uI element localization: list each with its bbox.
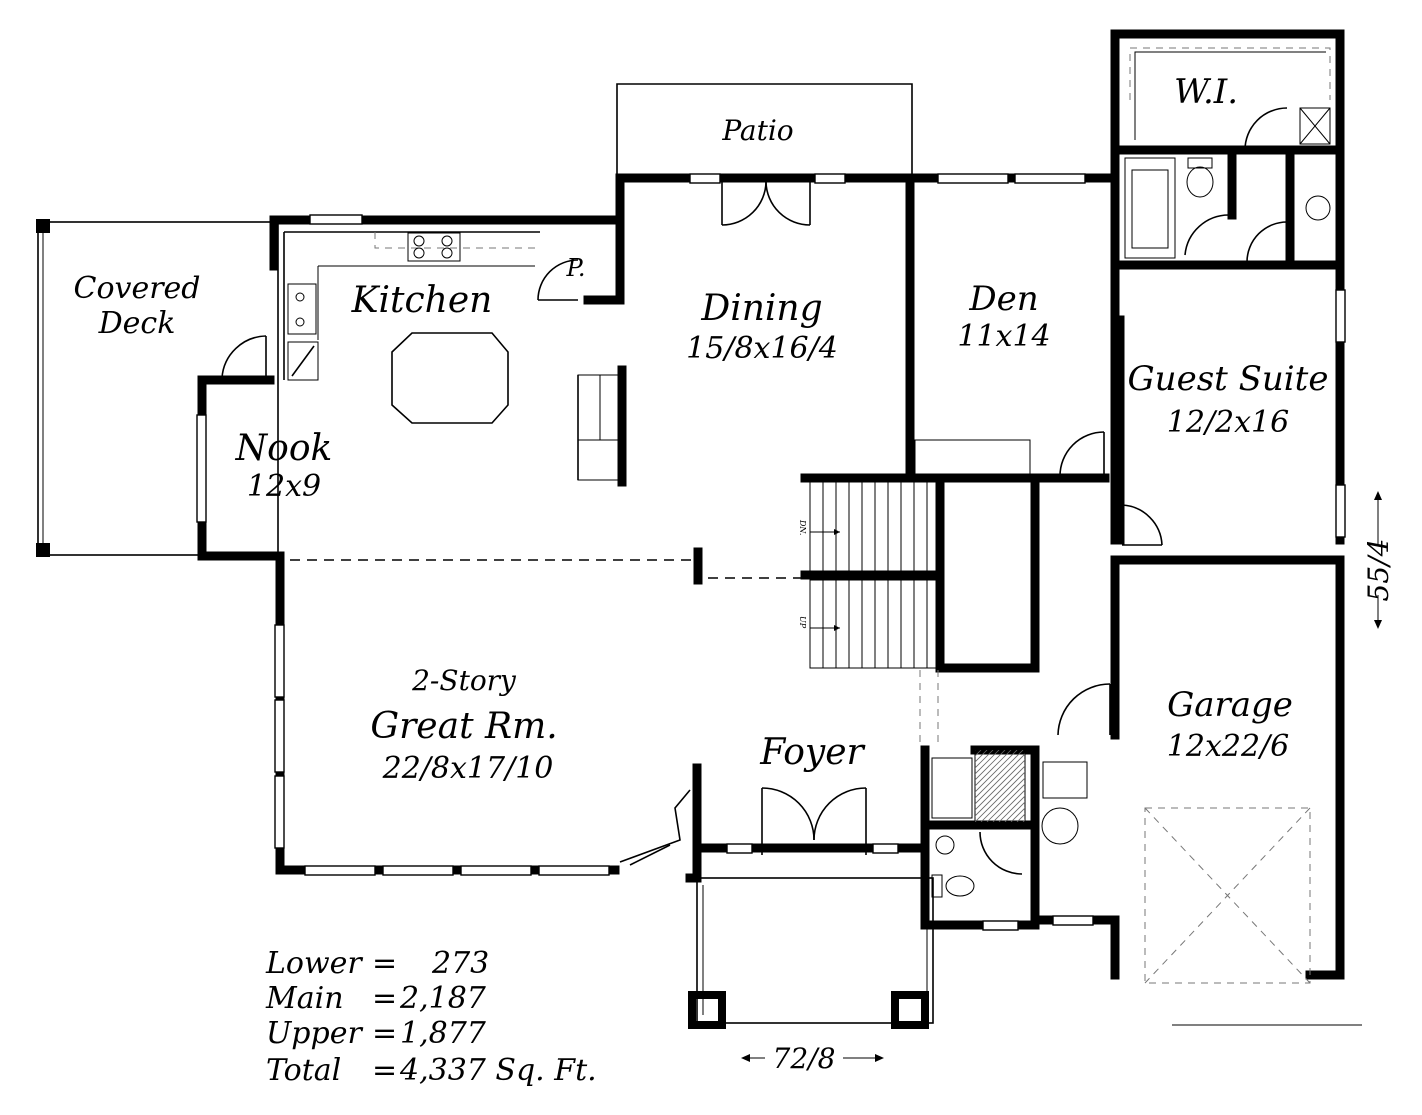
- sqft-value: 273: [431, 946, 489, 981]
- sqft-value: 4,337 Sq. Ft.: [399, 1053, 597, 1088]
- sqft-equals: =: [372, 981, 397, 1016]
- porch-post: [688, 991, 726, 1029]
- window: [814, 173, 846, 184]
- window: [382, 865, 454, 876]
- sqft-label: Total: [266, 1053, 341, 1088]
- window: [309, 214, 363, 225]
- sqft-equals: =: [372, 1053, 397, 1088]
- room-size-garage: 12x22/6: [1167, 729, 1289, 764]
- front-porch: [688, 877, 934, 1029]
- garage-car-space: [1144, 807, 1362, 1026]
- room-label-guest-suite: Guest Suite: [1128, 359, 1329, 399]
- room-prefix-great-room: 2-Story: [411, 664, 517, 697]
- dimension-width: 72/8: [773, 1042, 836, 1075]
- powder-toilet: [945, 875, 975, 897]
- window: [1052, 915, 1094, 926]
- stair-up-label: UP: [798, 616, 807, 629]
- cooktop: [407, 232, 461, 262]
- patio: [616, 83, 913, 178]
- room-size-great-room: 22/8x17/10: [382, 751, 554, 786]
- sqft-value: 1,877: [400, 1016, 487, 1051]
- sink: [287, 283, 317, 335]
- room-label-pantry: P.: [566, 254, 586, 282]
- windows: [196, 173, 1346, 931]
- window: [872, 843, 899, 854]
- room-label-kitchen: Kitchen: [351, 280, 493, 321]
- sqft-label: Main: [265, 981, 344, 1016]
- stair-arrows: [810, 529, 840, 631]
- bath-fixtures: [931, 47, 1331, 898]
- window: [1014, 173, 1086, 184]
- window: [538, 865, 610, 876]
- square-footage-table: Lower = 273 Main = 2,187 Upper = 1,877 T…: [265, 946, 597, 1088]
- room-label-patio: Patio: [721, 114, 793, 147]
- room-label-foyer: Foyer: [759, 732, 865, 773]
- deck-post: [36, 543, 50, 557]
- toilet: [1186, 166, 1214, 198]
- room-label-covered-deck-line2: Deck: [98, 306, 176, 341]
- deck-post: [36, 219, 50, 233]
- room-size-nook: 12x9: [247, 469, 321, 504]
- room-label-dining: Dining: [700, 288, 822, 329]
- staircase: [809, 481, 941, 669]
- window: [726, 843, 753, 854]
- bath-sink: [1305, 195, 1331, 221]
- closet-hatch: [974, 749, 1026, 823]
- room-label-nook: Nook: [235, 428, 333, 469]
- room-label-garage: Garage: [1167, 685, 1293, 725]
- sqft-label: Lower: [265, 946, 363, 981]
- window: [274, 699, 285, 773]
- sqft-equals: =: [372, 1016, 397, 1051]
- window: [460, 865, 532, 876]
- water-heater: [1042, 761, 1088, 799]
- window: [937, 173, 1009, 184]
- window: [982, 920, 1019, 931]
- window: [1335, 289, 1346, 343]
- exterior-walls: [197, 29, 1345, 980]
- buffet: [577, 374, 621, 481]
- kitchen-fixtures: [283, 231, 621, 481]
- room-label-den: Den: [968, 279, 1038, 319]
- powder-sink: [935, 835, 955, 855]
- room-size-guest-suite: 12/2x16: [1167, 405, 1289, 440]
- window: [274, 624, 285, 698]
- dimension-arrows: [741, 491, 1382, 1062]
- doors: [221, 107, 1288, 875]
- bathtub: [1124, 157, 1176, 259]
- window: [274, 775, 285, 849]
- sqft-label: Upper: [266, 1016, 363, 1051]
- porch-post: [891, 991, 929, 1029]
- room-label-great-room: Great Rm.: [370, 706, 557, 747]
- window: [196, 414, 207, 523]
- dashed-lines: [290, 439, 1031, 745]
- kitchen-island: [391, 332, 509, 424]
- stair-down-label: DN.: [798, 519, 807, 535]
- covered-deck: [36, 219, 279, 557]
- room-size-dining: 15/8x16/4: [686, 331, 838, 366]
- room-label-walk-in: W.I.: [1174, 72, 1238, 112]
- sqft-value: 2,187: [399, 981, 487, 1016]
- window: [304, 865, 376, 876]
- room-size-den: 11x14: [957, 319, 1050, 354]
- sqft-equals: =: [372, 946, 397, 981]
- dimension-depth: 55/4: [1362, 539, 1395, 602]
- dishwasher: [287, 341, 319, 381]
- furnace: [1041, 807, 1079, 845]
- window: [1335, 484, 1346, 538]
- linen: [1299, 107, 1331, 145]
- room-label-covered-deck-line1: Covered: [73, 271, 200, 306]
- window: [689, 173, 721, 184]
